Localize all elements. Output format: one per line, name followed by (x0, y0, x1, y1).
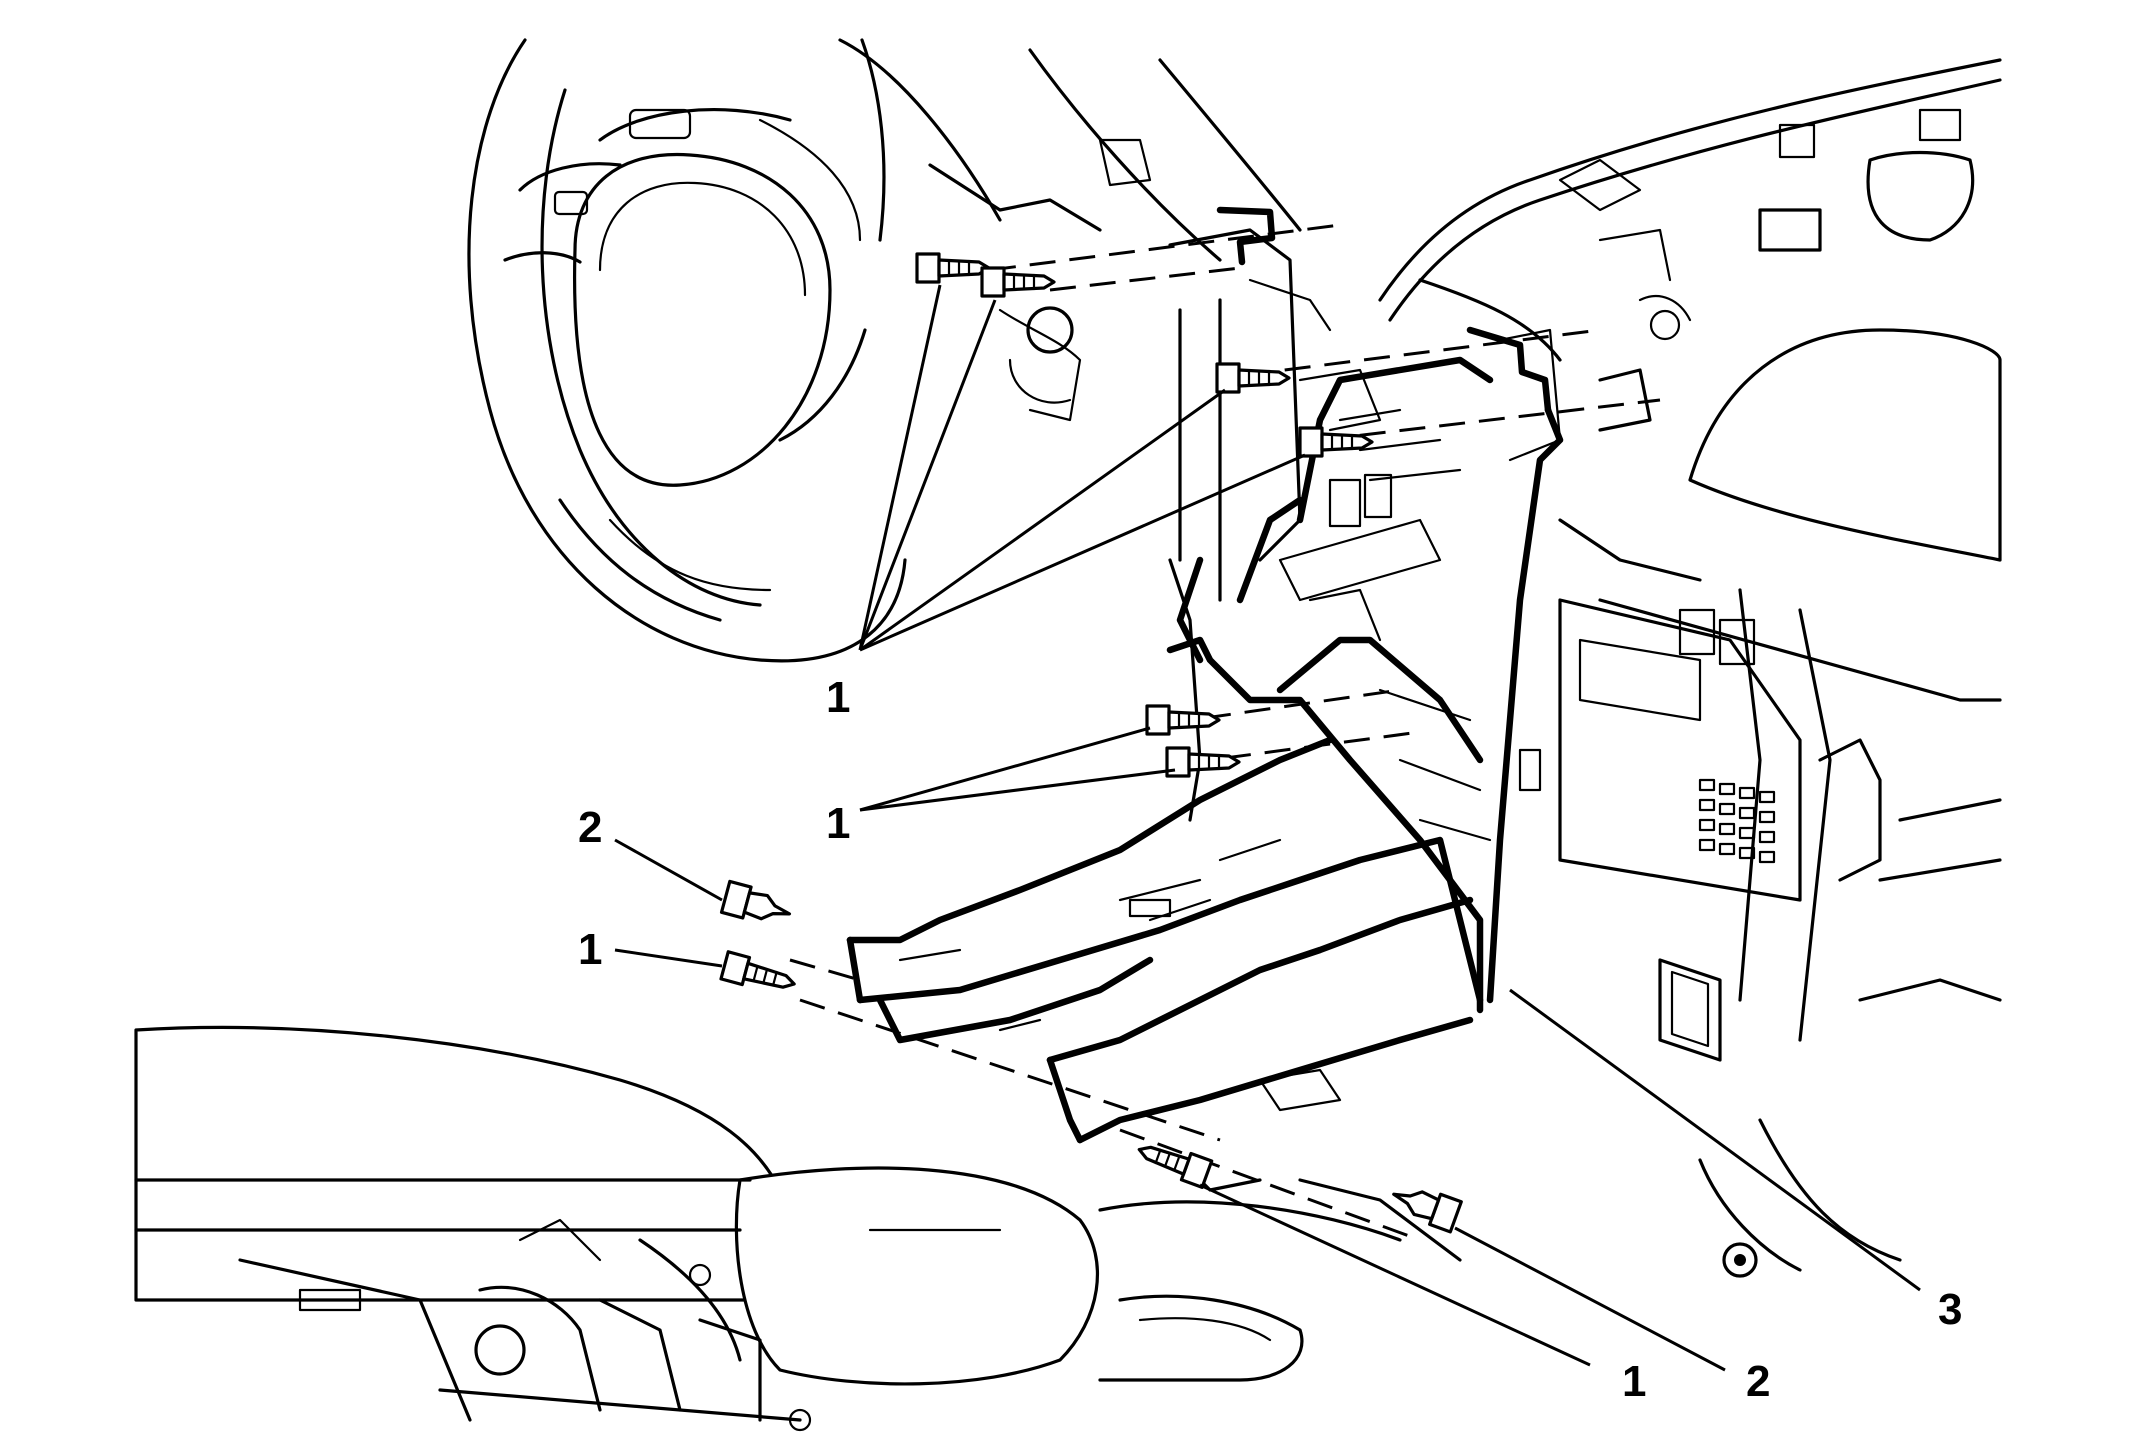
wheel-switch-icon (553, 190, 589, 216)
screw-icon (1215, 362, 1291, 394)
fastener-paths (789, 223, 1661, 1242)
leader-lines (614, 284, 1921, 1372)
screw-icon (1137, 1145, 1214, 1189)
screw-icon (1298, 426, 1374, 458)
center-console-upper (1688, 328, 2002, 562)
floor-bracket (846, 736, 1484, 1192)
callout-1-mid: 1 (826, 799, 850, 848)
bracket-bolt-icon (1722, 1242, 1758, 1278)
push-pin-icon (719, 879, 792, 921)
fasteners (719, 252, 1463, 1234)
callout-1-left: 1 (578, 925, 602, 974)
push-pin-icon (1392, 1190, 1463, 1234)
dashboard-upper (1378, 58, 2002, 1042)
steering-wheel (467, 38, 907, 663)
callout-1-upper: 1 (826, 673, 850, 722)
callout-1-bottom: 1 (1622, 1357, 1646, 1406)
screw-icon (1145, 704, 1221, 736)
airbag-cover (572, 152, 832, 487)
fuse-grid (1698, 778, 1776, 864)
callout-3-bottom: 3 (1938, 1285, 1962, 1334)
screw-icon (1165, 746, 1241, 778)
screw-icon (719, 950, 796, 989)
screw-icon (915, 252, 991, 284)
armrest-cap (734, 1166, 1100, 1386)
fuse-block (1558, 598, 2002, 1278)
callout-2-bottom: 2 (1746, 1357, 1770, 1406)
callout-labels: 1 1 2 1 1 2 3 (578, 673, 1962, 1406)
center-console (134, 1025, 1462, 1432)
callout-2-left: 2 (578, 803, 602, 852)
screw-icon (980, 266, 1056, 298)
instrument-panel-structure (838, 38, 1393, 822)
console-bracket (1166, 206, 1652, 1014)
